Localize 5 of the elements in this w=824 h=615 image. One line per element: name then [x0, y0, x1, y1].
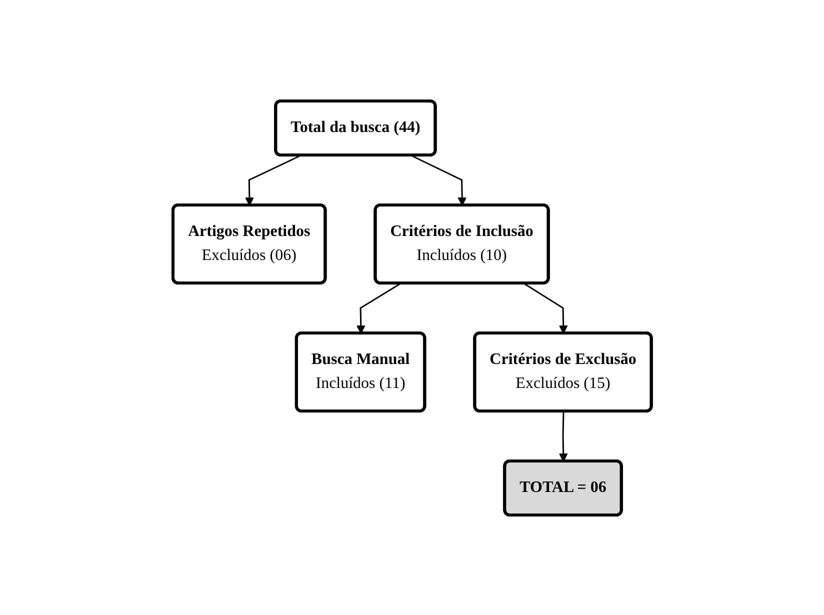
arrow [244, 154, 301, 206]
arrow [523, 282, 568, 334]
arrow [410, 154, 466, 206]
arrow [558, 410, 568, 462]
arrow [356, 282, 401, 334]
